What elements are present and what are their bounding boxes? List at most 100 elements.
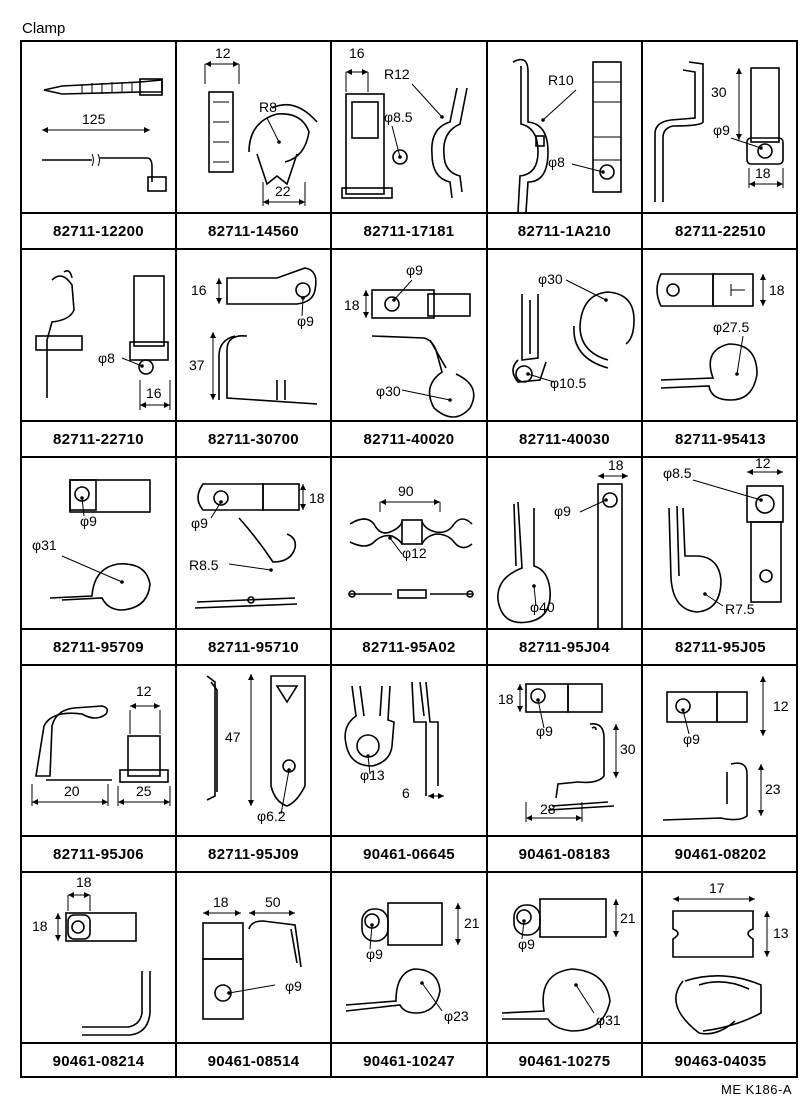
dimension-label: 30 [620, 741, 636, 757]
dimension-label: φ9 [518, 936, 535, 952]
dimension-label: 18 [213, 894, 229, 910]
dimension-label: 18 [498, 691, 514, 707]
dimension-label: φ31 [32, 537, 57, 553]
diagram-title: Clamp [22, 20, 66, 37]
dimension-label: 12 [136, 683, 152, 699]
dimension-label: 13 [773, 925, 789, 941]
clamp-drawing: φ8 16 [35, 270, 171, 410]
dimension-label: 16 [349, 45, 365, 61]
dimension-label: 16 [146, 385, 162, 401]
dimension-label: φ9 [366, 946, 383, 962]
part-number: 90463-04035 [643, 1042, 798, 1078]
clamp-drawing: R10 φ8 [512, 58, 622, 213]
part-number: 82711-95J09 [177, 835, 330, 871]
dimension-label: 18 [608, 458, 624, 473]
dimension-label: φ30 [376, 383, 401, 399]
dimension-label: R8 [259, 99, 277, 115]
dimension-label: φ9 [406, 262, 423, 278]
dimension-label: 18 [755, 165, 771, 181]
dimension-label: φ9 [683, 731, 700, 747]
dimension-label: φ40 [530, 599, 555, 615]
part-number: 82711-95J04 [488, 628, 641, 664]
part-cell: 47 φ6.2 82711-95J09 [177, 666, 332, 873]
dimension-label: 18 [32, 918, 48, 934]
dimension-label: φ31 [596, 1012, 621, 1028]
dimension-label: R7.5 [725, 601, 755, 617]
dimension-label: 20 [64, 783, 80, 799]
part-number: 82711-17181 [332, 212, 486, 248]
part-number: 82711-22710 [22, 420, 175, 456]
dimension-label: 21 [620, 910, 636, 926]
dimension-label: φ9 [191, 515, 208, 531]
part-number: 90461-08214 [22, 1042, 175, 1078]
part-number: 82711-22510 [643, 212, 798, 248]
dimension-label: φ8 [98, 350, 115, 366]
part-number: 90461-08202 [643, 835, 798, 871]
dimension-label: φ27.5 [713, 319, 750, 335]
dimension-label: 12 [755, 458, 771, 471]
clamp-drawing: 90 φ12 [348, 483, 474, 599]
dimension-label: 28 [540, 801, 556, 817]
dimension-label: 18 [76, 874, 92, 890]
part-number: 82711-95709 [22, 628, 175, 664]
part-number: 82711-95413 [643, 420, 798, 456]
dimension-label: 18 [309, 490, 325, 506]
dimension-label: 17 [709, 880, 725, 896]
dimension-label: φ9 [536, 723, 553, 739]
part-number: 90461-08514 [177, 1042, 330, 1078]
dimension-label: φ8 [548, 154, 565, 170]
part-cell: φ8 16 82711-22710 [22, 250, 177, 458]
dimension-label: 16 [191, 282, 207, 298]
dimension-label: φ30 [538, 271, 563, 287]
dimension-label: 6 [402, 785, 410, 801]
part-cell: 12 R8 22 82711-14560 [177, 42, 332, 250]
part-cell: 18 φ27.5 82711-95413 [643, 250, 798, 458]
dimension-label: φ13 [360, 767, 385, 783]
dimension-label: 23 [765, 781, 781, 797]
clamp-drawing: 30 φ9 18 [654, 61, 784, 202]
clamp-drawing: 12 R8 22 [204, 45, 318, 206]
clamp-drawing: 47 φ6.2 [206, 674, 306, 824]
part-number: 82711-14560 [177, 212, 330, 248]
clamp-drawing: 18 φ27.5 [656, 273, 785, 401]
part-number: 82711-40020 [332, 420, 486, 456]
dimension-label: 12 [215, 45, 231, 61]
dimension-label: R10 [548, 72, 574, 88]
dimension-label: 30 [711, 84, 727, 100]
dimension-label: φ12 [402, 545, 427, 561]
dimension-label: 125 [82, 111, 106, 127]
dimension-label: φ9 [713, 122, 730, 138]
dimension-label: R12 [384, 66, 410, 82]
dimension-label: φ6.2 [257, 808, 286, 824]
dimension-label: 50 [265, 894, 281, 910]
dimension-label: 22 [275, 183, 291, 199]
dimension-label: φ23 [444, 1008, 469, 1024]
